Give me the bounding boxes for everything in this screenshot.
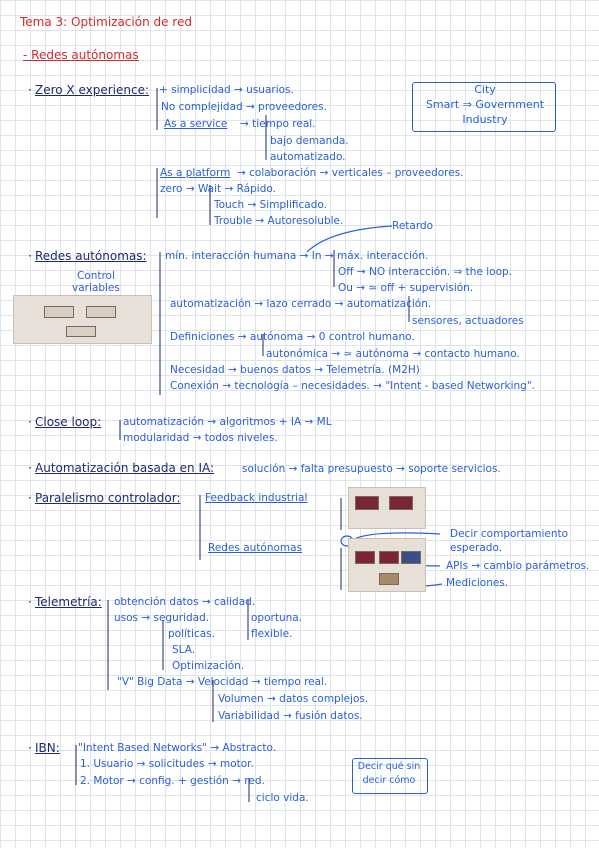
bullet-s7: ·: [28, 741, 32, 755]
autonomous-block-4: [379, 573, 399, 585]
s6-heading: Telemetría:: [35, 595, 102, 609]
s5-heading: Paralelismo controlador:: [35, 491, 181, 505]
s1-line-5: automatizado.: [270, 151, 346, 163]
s6-line-5: Optimización.: [172, 660, 245, 672]
smart-box-text: City Smart ⇒ Government Industry: [425, 83, 545, 126]
s7-line-4: ciclo vida.: [256, 792, 309, 804]
bullet-s2: ·: [28, 249, 32, 263]
s2-heading: Redes autónomas:: [35, 249, 147, 263]
ibn-note-box: [352, 758, 428, 794]
s2-line-2: Off → NO interacción. ⇒ the loop.: [338, 266, 513, 278]
s1-line-6b: → colaboración → verticales – proveedore…: [237, 167, 464, 179]
s1-line-7: zero → Wait → Rápido.: [160, 183, 276, 195]
control-loop-diagram: [13, 295, 152, 344]
s2-line-1: mín. interacción humana → In → máx. inte…: [165, 250, 429, 262]
s1-line-6a: As a platform: [160, 167, 231, 179]
s1-line-3b: → tiempo real.: [240, 118, 316, 130]
controller-block: [44, 306, 74, 318]
s2-line-9: Conexión → tecnología – necesidades. → "…: [170, 380, 535, 392]
s7-line-1: "Intent Based Networks" → Abstracto.: [78, 742, 277, 754]
s1-line-8: Touch → Simplificado.: [214, 199, 327, 211]
s6-line-2: usos → seguridad.: [114, 612, 210, 624]
s7-line-2: 1. Usuario → solicitudes → motor.: [80, 758, 254, 770]
smart-box: [412, 82, 556, 132]
actuator-block: [86, 306, 116, 318]
s1-line-2: No complejidad → proveedores.: [161, 101, 327, 113]
bullet-s3: ·: [28, 415, 32, 429]
autonomous-networks-diagram: [348, 538, 426, 592]
s5-note-3: Mediciones.: [446, 577, 509, 589]
s6-line-3b: flexible.: [251, 628, 293, 640]
s2-line-4: automatización → lazo cerrado → automati…: [170, 298, 432, 310]
s6-line-8: Variabilidad → fusión datos.: [218, 710, 363, 722]
bullet-s4: ·: [28, 461, 32, 475]
feedback-block-1: [355, 496, 379, 510]
s4-heading: Automatización basada en IA:: [35, 461, 215, 475]
section-subtitle: - Redes autónomas: [23, 48, 139, 62]
s6-line-4: SLA.: [172, 644, 196, 656]
page-title: Tema 3: Optimización de red: [20, 15, 192, 29]
s2-line-3: Ou → ≃ off + supervisión.: [338, 282, 474, 294]
s1-line-3a: As a service: [164, 118, 228, 130]
feedback-industrial-diagram: [348, 487, 426, 529]
bullet-s1: ·: [28, 83, 32, 97]
s2-line-8: Necesidad → buenos datos → Telemetría. (…: [170, 364, 420, 376]
s6-line-1: obtención datos → calidad.: [114, 596, 256, 608]
s4-line-1: solución → falta presupuesto → soporte s…: [242, 463, 501, 475]
s5-note-2: APIs → cambio parámetros.: [446, 560, 590, 572]
autonomous-block-2: [379, 551, 399, 564]
s1-line-4: bajo demanda.: [270, 135, 349, 147]
s2-line-6: Definiciones → autónoma → 0 control huma…: [170, 331, 415, 343]
s3-heading: Close loop:: [35, 415, 102, 429]
control-variables-note: Control variables: [72, 270, 120, 294]
s6-line-7: Volumen → datos complejos.: [218, 693, 369, 705]
retardo-note: Retardo: [392, 220, 434, 232]
s5-line-1: Feedback industrial: [205, 492, 308, 504]
s7-heading: IBN:: [35, 741, 60, 755]
s5-note-1: Decir comportamiento esperado.: [450, 528, 569, 554]
s1-line-9: Trouble → Autoresoluble.: [214, 215, 344, 227]
autonomous-block-1: [355, 551, 375, 564]
s2-line-7: autonómica → ≃ autónoma → contacto human…: [266, 348, 520, 360]
s7-line-3: 2. Motor → config. + gestión → red.: [80, 775, 265, 787]
s3-line-2: modularidad → todos niveles.: [123, 432, 278, 444]
ibn-note-text: Decir qué sin decir cómo: [357, 761, 421, 786]
s1-heading: Zero X experience:: [35, 83, 150, 97]
feedback-block-2: [389, 496, 413, 510]
s6-line-2b: oportuna.: [251, 612, 303, 624]
sensor-block: [66, 326, 96, 337]
s5-line-2: Redes autónomas: [208, 542, 303, 554]
s6-line-3: políticas.: [168, 628, 215, 640]
s3-line-1: automatización → algoritmos + IA → ML: [123, 416, 332, 428]
s2-line-5: sensores, actuadores: [412, 315, 524, 327]
s1-line-1: + simplicidad → usuarios.: [159, 84, 294, 96]
bullet-s6: ·: [28, 595, 32, 609]
autonomous-block-3: [401, 551, 421, 564]
bullet-s5: ·: [28, 491, 32, 505]
s6-line-6: "V" Big Data → Velocidad → tiempo real.: [117, 676, 328, 688]
